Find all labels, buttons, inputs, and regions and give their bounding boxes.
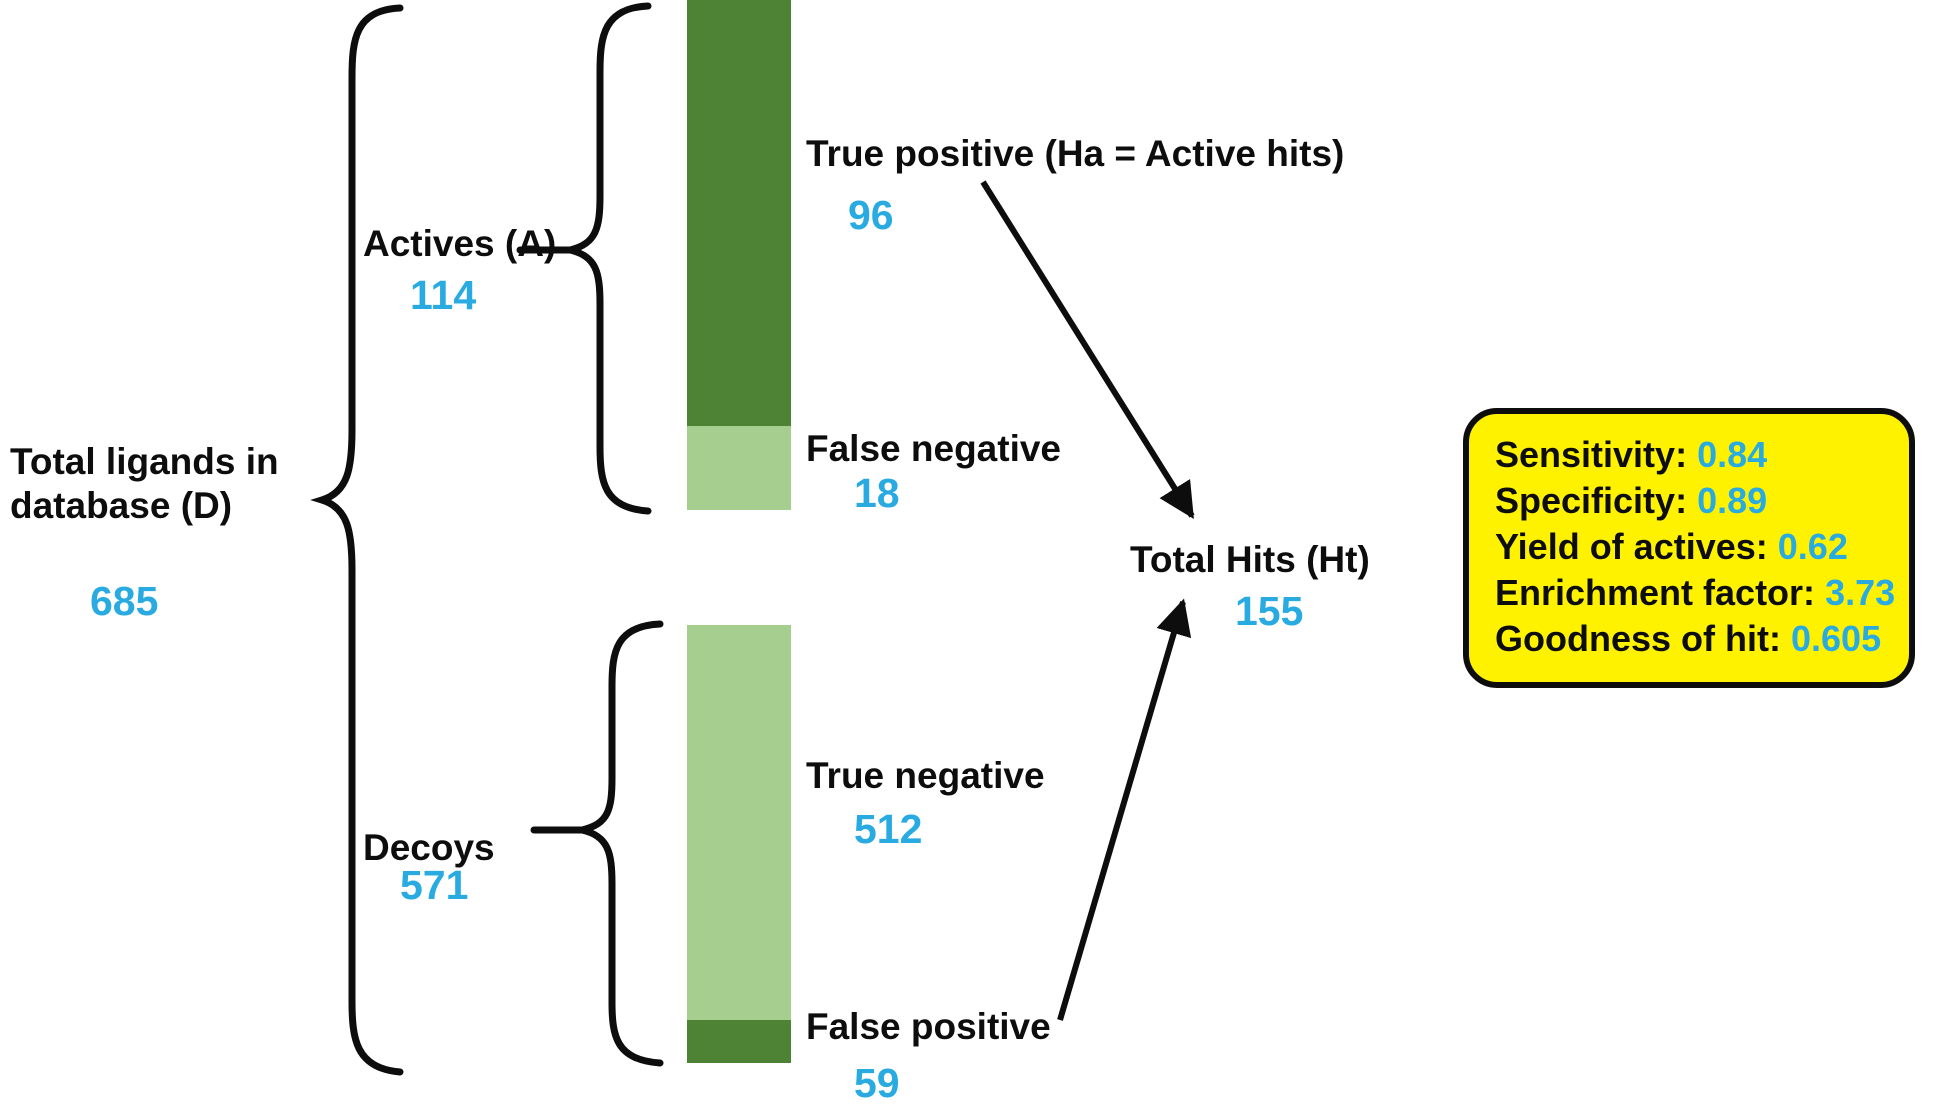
true-positive-label: True positive (Ha = Active hits)	[806, 133, 1345, 174]
true-negative-label: True negative	[806, 755, 1045, 796]
metric-value: 3.73	[1825, 572, 1896, 614]
bar-segment-false-negative	[687, 426, 791, 510]
total-hits-value: 155	[1235, 588, 1304, 634]
metric-row: Goodness of hit: 0.605	[1495, 616, 1909, 662]
false-positive-value: 59	[854, 1060, 900, 1106]
arrow-false-positive-to-hits	[1057, 598, 1192, 1021]
brace-actives	[569, 2, 652, 515]
metric-label: Specificity:	[1495, 480, 1688, 522]
metric-value: 0.89	[1697, 480, 1768, 522]
metric-label: Sensitivity:	[1495, 434, 1688, 475]
bar-segment-true-negative	[687, 625, 791, 1020]
metric-row: Sensitivity: 0.84	[1495, 432, 1909, 478]
actives-label: Actives (A)	[363, 223, 557, 264]
metrics-panel: Sensitivity: 0.84 Specificity: 0.89 Yiel…	[1463, 408, 1915, 689]
actives-value: 114	[410, 272, 477, 318]
metric-value: 0.62	[1777, 526, 1848, 568]
decoys-stacked-bar	[687, 625, 791, 1063]
metric-label: Yield of actives:	[1495, 526, 1768, 568]
decoys-value: 571	[400, 862, 469, 908]
false-negative-value: 18	[854, 470, 900, 516]
database-value: 685	[90, 578, 159, 624]
database-label: Total ligands in database (D)	[10, 441, 279, 526]
brace-decoys	[581, 620, 664, 1067]
true-negative-value: 512	[854, 806, 923, 852]
metric-row: Specificity: 0.89	[1495, 478, 1909, 524]
decoys-label: Decoys	[363, 827, 495, 868]
false-negative-label: False negative	[806, 428, 1062, 469]
false-positive-label: False positive	[806, 1006, 1051, 1047]
metric-row: Enrichment factor: 3.73	[1495, 570, 1909, 616]
brace-database	[310, 4, 404, 1076]
actives-stacked-bar	[687, 0, 791, 510]
metric-label: Enrichment factor:	[1495, 572, 1816, 614]
total-hits-label: Total Hits (Ht)	[1130, 539, 1370, 580]
bar-segment-false-positive	[687, 1020, 791, 1063]
metric-label: Goodness of hit:	[1495, 618, 1781, 660]
metric-value: 0.84	[1697, 434, 1768, 475]
metric-value: 0.605	[1791, 618, 1882, 660]
metric-row: Yield of actives: 0.62	[1495, 524, 1909, 570]
bar-segment-true-positive	[687, 0, 791, 426]
true-positive-value: 96	[848, 192, 894, 238]
